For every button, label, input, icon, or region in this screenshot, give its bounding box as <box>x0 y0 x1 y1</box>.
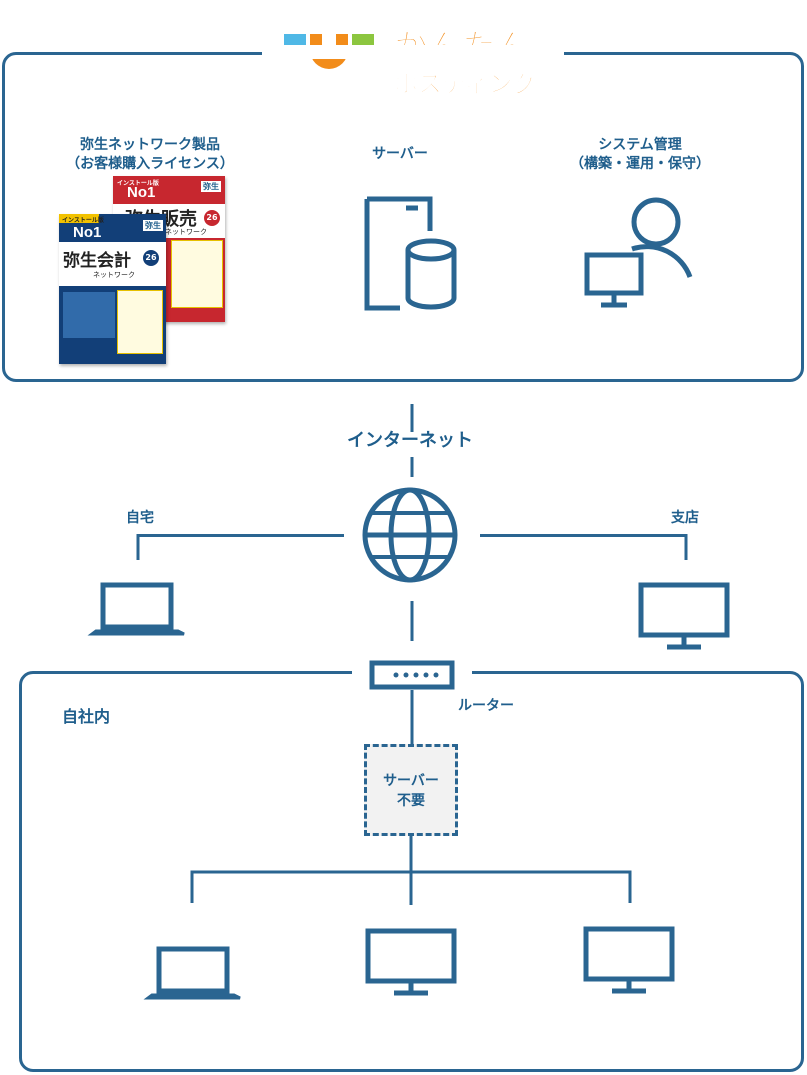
router-label: ルーター <box>458 698 514 714</box>
laptop-icon-home <box>87 582 185 636</box>
globe-icon <box>362 487 458 583</box>
monitor-icon-office-2 <box>583 926 675 994</box>
package-rank: No1 <box>127 184 156 201</box>
connector-branch <box>480 534 688 560</box>
office-label: 自社内 <box>62 707 111 726</box>
product-package-kaikei: インストール版 No1 弥生 弥生会計 26 ネットワーク <box>59 214 166 364</box>
connector-router <box>410 601 414 641</box>
laptop-icon-office <box>143 946 241 1000</box>
no-server-box <box>364 744 458 836</box>
server-label: サーバー <box>372 146 428 162</box>
server-icon <box>364 196 457 311</box>
package-version: 26 <box>143 250 159 266</box>
connector-internet <box>410 457 414 477</box>
package-brand: 弥生 <box>143 220 163 231</box>
admin-user-icon <box>584 197 693 308</box>
monitor-icon-office-1 <box>365 928 457 996</box>
home-label: 自宅 <box>126 510 154 526</box>
connector-top <box>410 404 414 432</box>
monitor-icon-branch <box>638 582 730 650</box>
package-sub: ネットワーク <box>93 271 135 279</box>
package-sub: ネットワーク <box>165 228 207 236</box>
logo-gap <box>262 45 564 59</box>
products-label: 弥生ネットワーク製品 <box>80 137 220 153</box>
management-sub-label: （構築・運用・保守） <box>570 156 710 172</box>
products-sub-label: （お客様購入ライセンス） <box>66 156 234 172</box>
package-badge: インストール版 <box>62 217 104 224</box>
package-name: 弥生会計 <box>63 251 131 271</box>
internet-label: インターネット <box>347 430 473 451</box>
router-icon <box>369 660 455 690</box>
package-rank: No1 <box>73 224 102 241</box>
branch-label: 支店 <box>671 510 699 526</box>
package-brand: 弥生 <box>201 181 221 192</box>
no-server-label-line1: サーバー <box>383 773 439 789</box>
package-badge: インストール版 <box>117 180 159 187</box>
connector-office <box>410 690 414 744</box>
no-server-label-line2: 不要 <box>397 793 425 809</box>
package-version: 26 <box>204 210 220 226</box>
svg-text:ホスティング: ホスティング <box>394 70 537 98</box>
connector-office-devices <box>190 835 632 905</box>
management-label: システム管理 <box>598 137 682 153</box>
connector-home <box>136 534 344 560</box>
